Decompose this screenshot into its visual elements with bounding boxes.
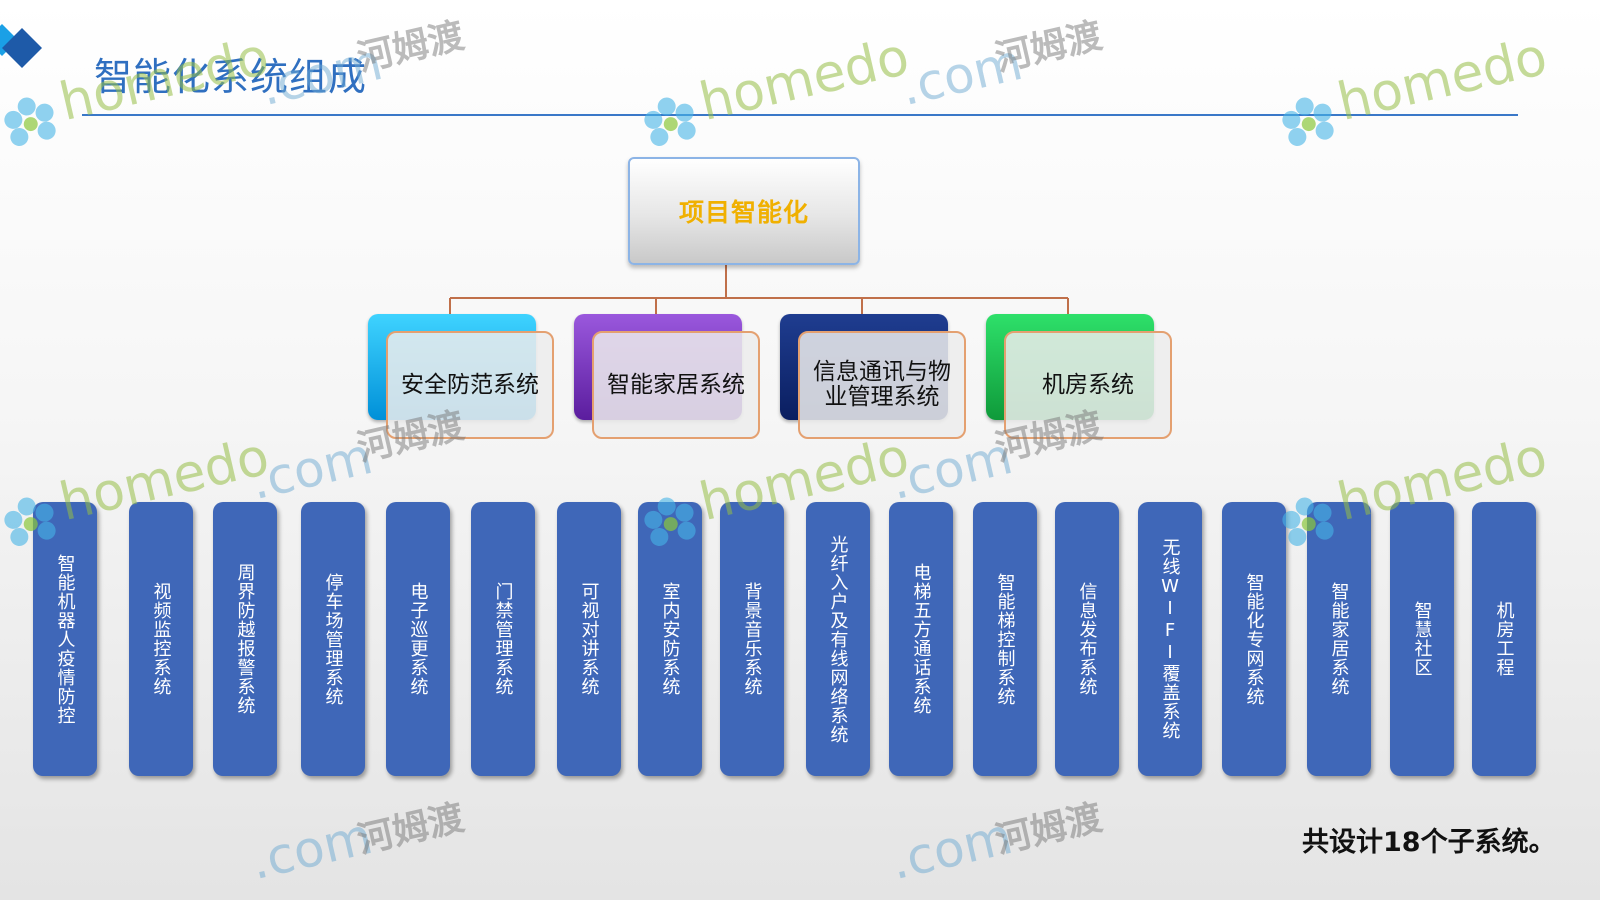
subsystem-box: 智能化专网系统 xyxy=(1222,502,1286,776)
subsystem-box: 可视对讲系统 xyxy=(557,502,621,776)
watermark-logo: homedo xyxy=(1270,27,1555,160)
watermark-domain: .com xyxy=(245,426,378,512)
subsystem-box: 周界防越报警系统 xyxy=(213,502,277,776)
watermark-domain: .com xyxy=(245,806,378,892)
subsystem-box: 无线WIFI覆盖系统 xyxy=(1138,502,1202,776)
root-node-label: 项目智能化 xyxy=(678,198,809,227)
root-node: 项目智能化 xyxy=(628,157,860,265)
watermark-chinese: 河姆渡 xyxy=(991,797,1107,862)
subsystem-box: 信息发布系统 xyxy=(1055,502,1119,776)
watermark-chinese: 河姆渡 xyxy=(991,15,1107,80)
watermark-text: homedo xyxy=(1332,26,1553,133)
subsystem-box: 室内安防系统 xyxy=(638,502,702,776)
watermark-chinese: 河姆渡 xyxy=(353,797,469,862)
title-divider xyxy=(82,114,1518,116)
watermark-domain: .com xyxy=(895,32,1028,118)
watermark-text: homedo xyxy=(694,26,915,133)
category-machine-room: 机房系统 xyxy=(1004,331,1172,439)
summary-note: 共设计18个子系统。 xyxy=(1302,827,1556,858)
watermark-flower-icon xyxy=(644,97,696,146)
watermark-chinese: 河姆渡 xyxy=(353,15,469,80)
watermark-flower-icon xyxy=(4,97,56,146)
subsystem-box: 智慧社区 xyxy=(1390,502,1454,776)
watermark-logo: homedo xyxy=(632,27,917,160)
category-security: 安全防范系统 xyxy=(386,331,554,439)
subsystem-box: 停车场管理系统 xyxy=(301,502,365,776)
subsystem-box: 智能机器人疫情防控 xyxy=(33,502,97,776)
subsystem-box: 机房工程 xyxy=(1472,502,1536,776)
subsystem-box: 门禁管理系统 xyxy=(471,502,535,776)
watermark-flower-icon xyxy=(1282,97,1334,146)
watermark-domain: .com xyxy=(885,426,1018,512)
subsystem-box: 智能家居系统 xyxy=(1307,502,1371,776)
subsystem-box: 光纤入户及有线网络系统 xyxy=(806,502,870,776)
subsystem-box: 智能梯控制系统 xyxy=(973,502,1037,776)
logo-diamond-icon xyxy=(0,24,42,68)
page-title: 智能化系统组成 xyxy=(94,55,368,99)
subsystem-box: 电子巡更系统 xyxy=(386,502,450,776)
watermark-domain: .com xyxy=(885,806,1018,892)
subsystem-box: 背景音乐系统 xyxy=(720,502,784,776)
subsystem-box: 视频监控系统 xyxy=(129,502,193,776)
category-communication: 信息通讯与物业管理系统 xyxy=(798,331,966,439)
category-smart-home: 智能家居系统 xyxy=(592,331,760,439)
subsystem-box: 电梯五方通话系统 xyxy=(889,502,953,776)
